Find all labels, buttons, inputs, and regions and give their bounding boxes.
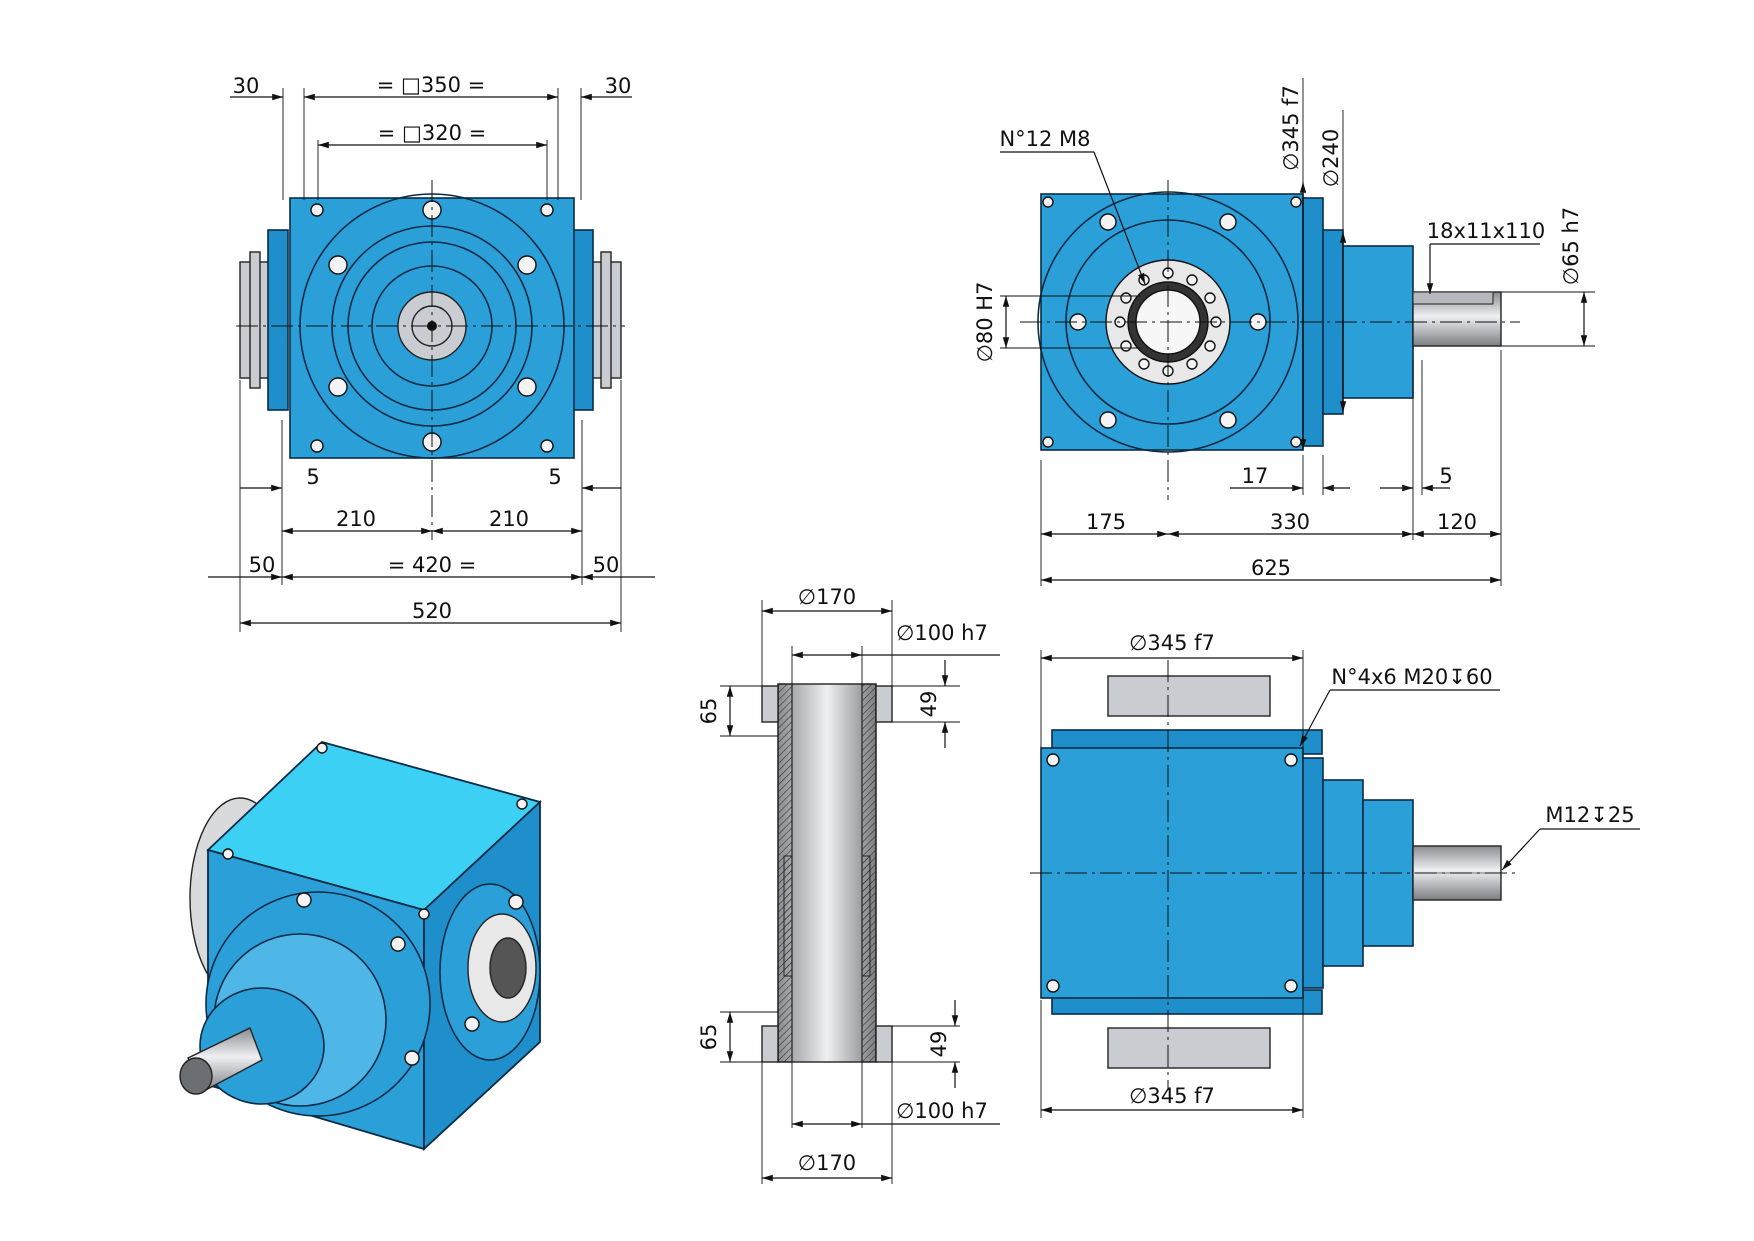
dim-bottom-view-345: ∅345 f7 xyxy=(1129,1084,1215,1108)
label-pilot-345: ∅345 f7 xyxy=(1279,85,1303,171)
dim-30-left: 30 xyxy=(233,74,260,98)
dim-17: 17 xyxy=(1242,464,1269,488)
dim-bot-49: 49 xyxy=(927,1031,951,1058)
dim-top-d170: ∅170 xyxy=(798,585,856,609)
dim-210-left: 210 xyxy=(336,507,376,531)
dim-top-d100: ∅100 h7 xyxy=(896,621,988,645)
dim-5-side: 5 xyxy=(1439,464,1452,488)
dim-top-65: 65 xyxy=(697,698,721,725)
dim-50-left: 50 xyxy=(249,553,276,577)
label-shaft-65: ∅65 h7 xyxy=(1559,207,1583,285)
dim-520: 520 xyxy=(412,599,452,623)
isometric-view xyxy=(179,740,542,1152)
dim-420: = 420 = xyxy=(388,553,477,577)
front-view: 30 = □350 = 30 = □320 = 5 5 210 210 50 =… xyxy=(208,73,655,632)
dim-bot-65: 65 xyxy=(697,1024,721,1051)
dim-330: 330 xyxy=(1270,510,1310,534)
label-holes-m8: N°12 M8 xyxy=(999,127,1090,151)
dim-5-right: 5 xyxy=(548,465,561,489)
label-center-tap: M12↧25 xyxy=(1545,803,1634,827)
label-flange-240: ∅240 xyxy=(1319,129,1343,187)
hollow-shaft-section: ∅170 ∅100 h7 65 49 65 49 ∅100 h7 ∅170 xyxy=(697,585,1000,1184)
dim-50-right: 50 xyxy=(593,553,620,577)
dim-175: 175 xyxy=(1086,510,1126,534)
top-view: ∅345 f7 N°4x6 M20↧60 M12↧25 ∅345 f7 xyxy=(1030,631,1640,1118)
label-tapped-holes: N°4x6 M20↧60 xyxy=(1331,665,1492,689)
dim-210-right: 210 xyxy=(489,507,529,531)
side-keyway xyxy=(1412,291,1494,305)
dim-5-left: 5 xyxy=(306,465,319,489)
iso-bolts xyxy=(222,742,528,1066)
side-view: N°12 M8 ∅80 H7 ∅345 f7 ∅240 18x11x110 ∅6… xyxy=(973,78,1595,586)
dim-square-320: = □320 = xyxy=(378,121,486,145)
dim-30-right: 30 xyxy=(605,74,632,98)
label-key-size: 18x11x110 xyxy=(1427,219,1545,243)
dim-625: 625 xyxy=(1251,556,1291,580)
label-bore-80: ∅80 H7 xyxy=(973,282,997,363)
dim-bot-d100: ∅100 h7 xyxy=(896,1099,988,1123)
dim-top-49: 49 xyxy=(917,691,941,718)
dim-120: 120 xyxy=(1437,510,1477,534)
dim-square-350: = □350 = xyxy=(377,73,485,97)
hollow-shaft-body xyxy=(777,683,877,1063)
dim-bot-d170: ∅170 xyxy=(798,1151,856,1175)
dim-top-view-345: ∅345 f7 xyxy=(1129,631,1215,655)
